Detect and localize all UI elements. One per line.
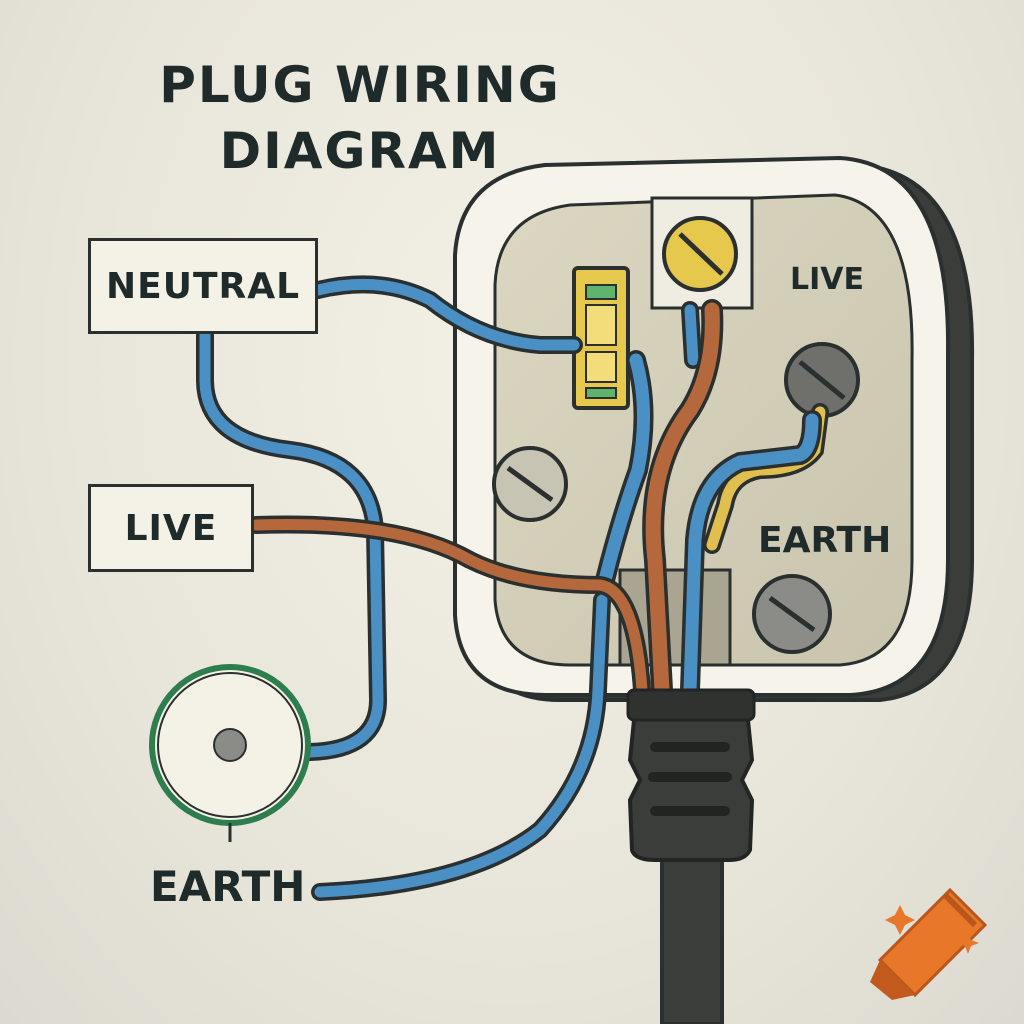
wires-inside-plug xyxy=(595,299,829,701)
title-line-1: PLUG WIRING xyxy=(159,56,561,114)
live-callout-box: LIVE xyxy=(88,484,254,572)
left-terminal-screw xyxy=(492,446,568,522)
earth-callout-label: EARTH xyxy=(150,862,306,911)
crayon-logo-icon xyxy=(870,887,988,1000)
fuse xyxy=(572,266,630,410)
lower-terminal-screw xyxy=(752,574,832,654)
title-line-2: DIAGRAM xyxy=(219,122,501,180)
earth-ring-symbol xyxy=(149,664,311,842)
live-terminal-block xyxy=(650,196,754,310)
neutral-callout-box: NEUTRAL xyxy=(88,238,318,334)
live-callout-label: LIVE xyxy=(124,507,218,549)
plug-live-label: LIVE xyxy=(790,262,864,297)
diagram-title: PLUG WIRING DIAGRAM xyxy=(140,52,580,184)
plug-earth-label: EARTH xyxy=(758,520,892,561)
power-cable xyxy=(626,688,756,1024)
neutral-callout-label: NEUTRAL xyxy=(105,265,301,307)
external-wires xyxy=(196,275,651,901)
